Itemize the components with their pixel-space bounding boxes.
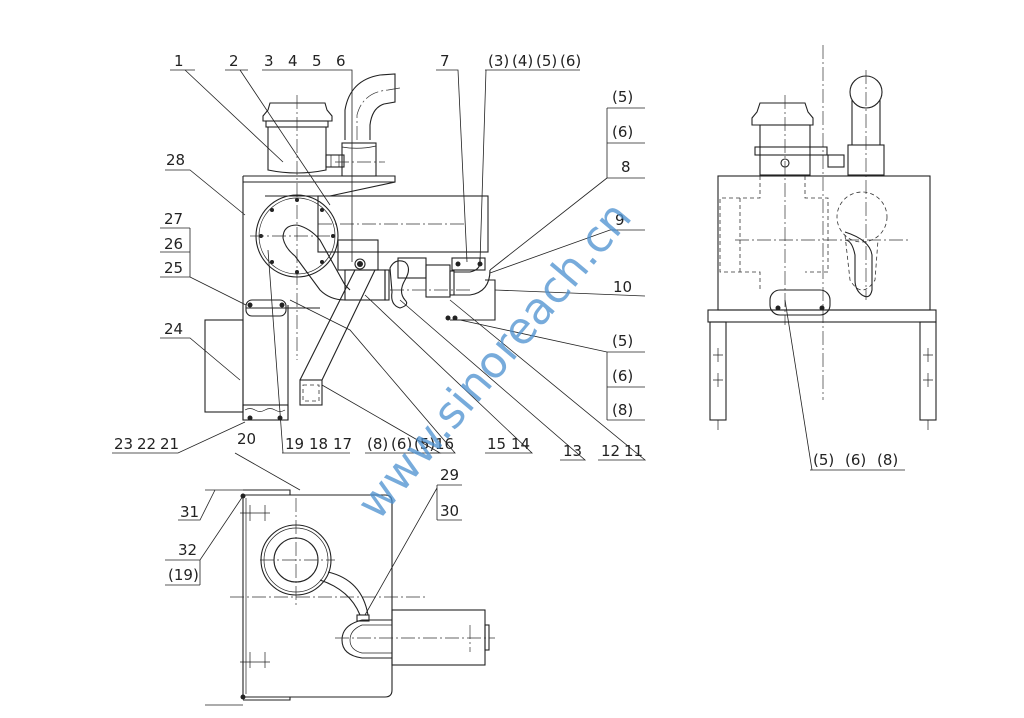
label-25: 25 [164,259,183,277]
label-ref-6: (6) [612,123,633,141]
label-27: 27 [164,210,183,228]
label-ref-6: (6) [391,435,412,453]
label-15: 15 [487,435,506,453]
exhaust-stack [335,73,401,177]
label-26: 26 [164,235,183,253]
label-13: 13 [563,442,582,460]
side-view [707,45,937,471]
label-14: 14 [511,435,530,453]
label-23: 23 [114,435,133,453]
label-4: 4 [288,52,298,70]
label-ref-3: (3) [488,52,509,70]
label-30: 30 [440,502,459,520]
label-ref-19: (19) [168,566,199,584]
leader-lines-front [112,69,647,491]
label-ref-5: (5) [612,88,633,106]
labels-side: (5) (6) (8) [813,451,898,469]
label-2: 2 [229,52,239,70]
label-22: 22 [137,435,156,453]
label-20: 20 [237,430,256,448]
label-12: 12 [601,442,620,460]
label-17: 17 [333,435,352,453]
watermark: www.sinoreach.cn [347,192,641,529]
label-32: 32 [178,541,197,559]
label-11: 11 [624,442,643,460]
label-6: 6 [336,52,346,70]
labels-front: 1 2 3 4 5 6 7 (3) (4) (5) (6) (5) (6) 8 … [114,52,643,460]
bottom-view [165,484,495,706]
label-ref-6: (6) [612,367,633,385]
label-ref-5: (5) [612,332,633,350]
label-29: 29 [440,466,459,484]
label-ref-8: (8) [367,435,388,453]
label-19: 19 [285,435,304,453]
front-view [204,73,496,421]
label-5: 5 [312,52,322,70]
label-ref-8: (8) [877,451,898,469]
label-18: 18 [309,435,328,453]
label-ref-5: (5) [536,52,557,70]
label-ref-6: (6) [560,52,581,70]
label-ref-5: (5) [813,451,834,469]
label-ref-6: (6) [845,451,866,469]
label-ref-8: (8) [612,401,633,419]
label-3: 3 [264,52,274,70]
flange [250,194,339,278]
label-1: 1 [174,52,184,70]
label-21: 21 [160,435,179,453]
label-24: 24 [164,320,183,338]
label-31: 31 [180,503,199,521]
label-ref-5: (5) [414,435,435,453]
label-8: 8 [621,158,631,176]
label-7: 7 [440,52,450,70]
labels-bottom: 29 30 31 32 (19) [168,466,459,584]
label-ref-4: (4) [512,52,533,70]
label-16: 16 [435,435,454,453]
label-28: 28 [166,151,185,169]
label-9: 9 [615,211,625,229]
air-filter [262,95,345,360]
label-10: 10 [613,278,632,296]
